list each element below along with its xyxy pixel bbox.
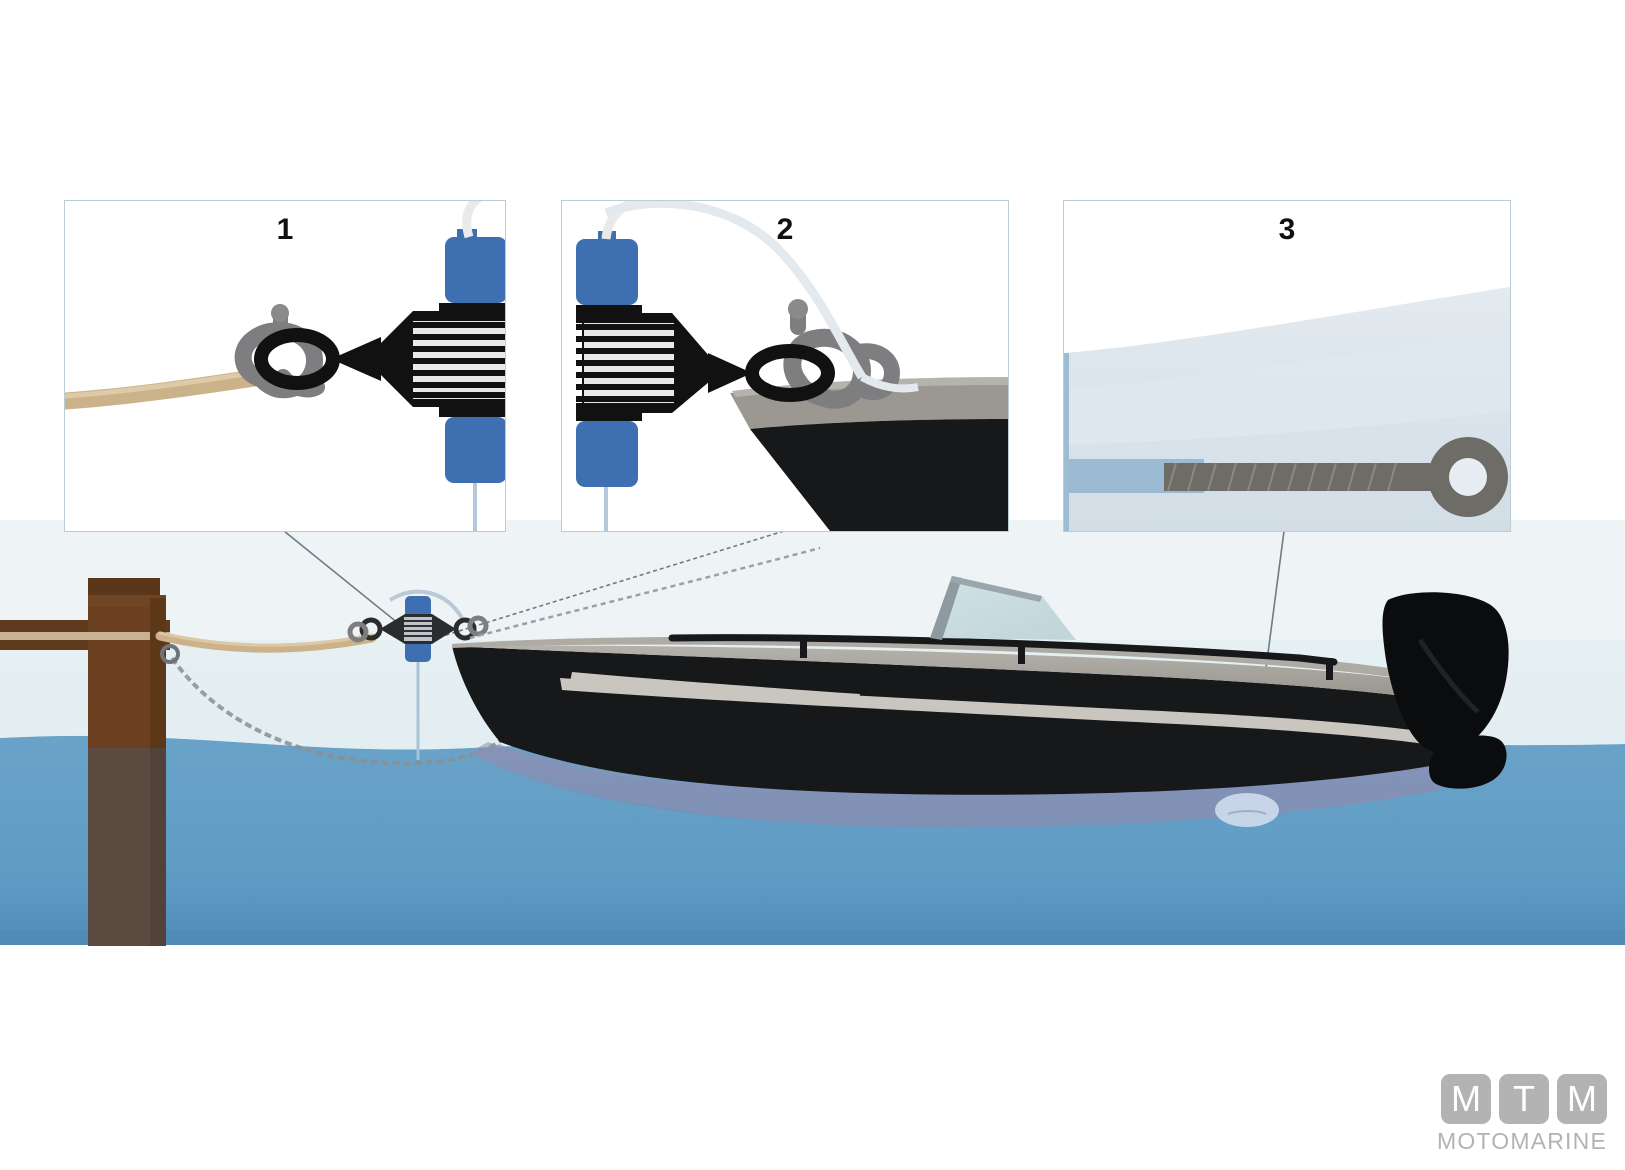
- logo-tile-m1: M: [1441, 1074, 1491, 1124]
- deck-top-face: [452, 636, 1470, 690]
- black-coil-spring: [576, 305, 722, 421]
- white-lanyard-tail: [860, 373, 919, 393]
- water-deep-band: [0, 930, 1625, 945]
- mooring-rope: [155, 631, 377, 653]
- black-thimble-eye: [254, 328, 381, 390]
- callout-panel-1: 1: [64, 200, 506, 532]
- float-buoy: [1215, 793, 1279, 827]
- logo-wordmark: MOTOMARINE: [1436, 1128, 1607, 1154]
- black-coil-spring: [365, 303, 505, 417]
- blue-end-cap-bottom: [445, 417, 505, 483]
- mooring-rope-highlight: [158, 631, 374, 647]
- blue-end-cap-top: [445, 237, 505, 303]
- mooring-rope-highlight: [65, 369, 262, 399]
- leader-line-2: [429, 530, 785, 641]
- callout-panel-2: 2: [561, 200, 1009, 532]
- panel-3-figure: [1064, 287, 1510, 531]
- bow-rail: [668, 634, 1338, 680]
- windshield: [930, 576, 1076, 640]
- logo-tile-m2: M: [1557, 1074, 1607, 1124]
- logo-tile-t: T: [1499, 1074, 1549, 1124]
- mooring-rope: [65, 368, 270, 410]
- hull-band: [1064, 331, 1510, 445]
- boat-deck: [452, 645, 1462, 704]
- logo-letter-m2: M: [1567, 1078, 1597, 1119]
- panel-2-figure: [576, 201, 1008, 531]
- white-lanyard-arc: [604, 201, 866, 380]
- dock-piling: [88, 578, 166, 946]
- white-lanyard: [462, 201, 483, 239]
- blue-end-cap-top: [576, 239, 638, 305]
- threaded-eye-bolt: [1164, 437, 1508, 517]
- leader-line-1: [283, 530, 405, 629]
- blue-end-cap-bottom: [576, 421, 638, 487]
- black-thimble-eye: [708, 344, 835, 402]
- callout-panel-3: 3: [1063, 200, 1511, 532]
- panel-1-figure: [65, 201, 505, 531]
- mooring-compensator: [347, 589, 489, 760]
- logo-letter-t: T: [1513, 1078, 1535, 1119]
- panel-2-number: 2: [776, 213, 794, 246]
- panel-3-number: 3: [1278, 213, 1296, 246]
- boat-bow: [730, 377, 1008, 531]
- outboard-motor: [1382, 592, 1509, 789]
- hull-stripe-bow: [570, 672, 860, 704]
- panel-1-number: 1: [276, 213, 294, 246]
- logo-tiles: M T M: [1431, 1074, 1607, 1124]
- hull-reflection: [470, 742, 1452, 829]
- chain-ring: [160, 644, 180, 664]
- mtm-motomarine-logo: M T M MOTOMARINE: [1431, 1074, 1607, 1156]
- bow-tow-line: [469, 546, 821, 640]
- boat: [452, 576, 1509, 829]
- logo-letter-m1: M: [1451, 1078, 1481, 1119]
